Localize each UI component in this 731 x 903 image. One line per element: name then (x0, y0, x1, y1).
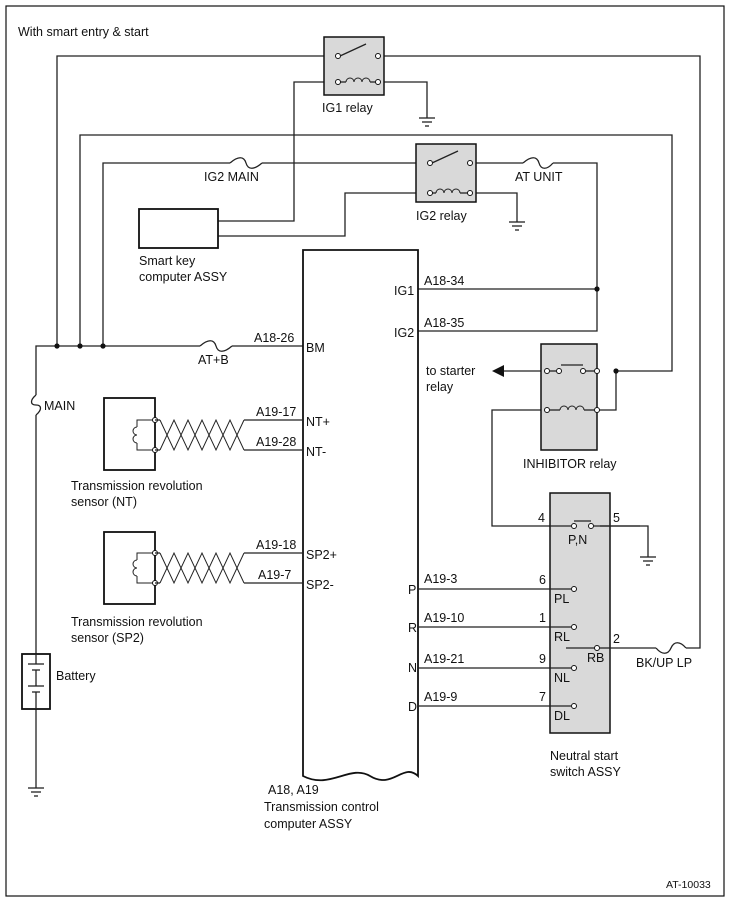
wire-a19-21-label: A19-21 (424, 652, 464, 666)
nt-sensor-label-line2: sensor (NT) (71, 495, 137, 509)
wire-a18-35-label: A18-35 (424, 316, 464, 330)
smart-key-computer-box (138, 208, 219, 249)
terminal-4-label: 4 (538, 511, 545, 525)
battery-symbol (21, 653, 51, 710)
diagram-code: AT-10033 (666, 879, 711, 891)
contact-rl-label: RL (554, 630, 570, 644)
nss-label-line2: switch ASSY (550, 765, 622, 779)
terminal-5-label: 5 (613, 511, 620, 525)
junction-dots (54, 286, 619, 374)
starter-label-line2: relay (426, 380, 454, 394)
pin-sp2-minus-label: SP2- (306, 578, 334, 592)
inhibitor-relay (540, 343, 600, 451)
contact-nl-label: NL (554, 671, 570, 685)
ground-icon (509, 221, 525, 231)
neutral-start-switch (549, 492, 611, 734)
terminal-7-label: 7 (539, 690, 546, 704)
wire-a19-7-label: A19-7 (258, 568, 291, 582)
diagram-frame (5, 5, 725, 897)
contact-rb-label: RB (587, 651, 604, 665)
sp2-sensor (103, 531, 303, 605)
fuse-symbols (30, 157, 687, 654)
ig2-relay (415, 143, 477, 203)
ground-symbols (28, 117, 656, 797)
wire-a19-28-label: A19-28 (256, 435, 296, 449)
tcm-label-line1: Transmission control (264, 800, 379, 814)
nss-label-line1: Neutral start (550, 749, 619, 763)
smart-key-label-line2: computer ASSY (139, 270, 228, 284)
pin-n-label: N (408, 661, 417, 675)
pin-sp2-plus-label: SP2+ (306, 548, 337, 562)
wire-a19-17-label: A19-17 (256, 405, 296, 419)
pin-d-label: D (408, 700, 417, 714)
fuse-at-b-label: AT+B (198, 353, 229, 367)
tcm-box (302, 249, 419, 782)
diagram-title: With smart entry & start (18, 25, 149, 39)
sp2-sensor-label-line1: Transmission revolution (71, 615, 203, 629)
pin-bm-label: BM (306, 341, 325, 355)
terminal-1-label: 1 (539, 611, 546, 625)
wire-a19-18-label: A19-18 (256, 538, 296, 552)
ground-icon (28, 787, 44, 797)
fuse-ig2-main-label: IG2 MAIN (204, 170, 259, 184)
starter-arrow-icon (492, 365, 504, 377)
nt-sensor-label-line1: Transmission revolution (71, 479, 203, 493)
tcm-connectors-label: A18, A19 (268, 783, 319, 797)
battery-label: Battery (56, 669, 96, 683)
wire-a19-10-label: A19-10 (424, 611, 464, 625)
contact-pn-label: P,N (568, 533, 587, 547)
smart-key-label-line1: Smart key (139, 254, 196, 268)
terminal-9-label: 9 (539, 652, 546, 666)
ground-icon (419, 117, 435, 127)
inhibitor-relay-label: INHIBITOR relay (523, 457, 617, 471)
fuse-bk-up-lp-label: BK/UP LP (636, 656, 692, 670)
pin-ig2-label: IG2 (394, 326, 414, 340)
nt-sensor (103, 397, 303, 471)
wire-a18-26-label: A18-26 (254, 331, 294, 345)
pin-nt-minus-label: NT- (306, 445, 326, 459)
pin-nt-plus-label: NT+ (306, 415, 330, 429)
ig2-relay-label: IG2 relay (416, 209, 467, 223)
ground-icon (640, 556, 656, 566)
wire-a18-34-label: A18-34 (424, 274, 464, 288)
terminal-2-label: 2 (613, 632, 620, 646)
pin-ig1-label: IG1 (394, 284, 414, 298)
wire-a19-9-label: A19-9 (424, 690, 457, 704)
power-wiring (35, 55, 701, 788)
fuse-main-label: MAIN (44, 399, 75, 413)
wire-a19-3-label: A19-3 (424, 572, 457, 586)
pin-r-label: R (408, 621, 417, 635)
contact-dl-label: DL (554, 709, 570, 723)
terminal-6-label: 6 (539, 573, 546, 587)
ig1-relay (323, 36, 385, 96)
ig1-relay-label: IG1 relay (322, 101, 373, 115)
fuse-at-unit-label: AT UNIT (515, 170, 563, 184)
starter-label-line1: to starter (426, 364, 475, 378)
tcm-label-line2: computer ASSY (264, 817, 353, 831)
tcm-to-switch-wiring (418, 525, 656, 707)
sp2-sensor-label-line2: sensor (SP2) (71, 631, 144, 645)
pin-p-label: P (408, 583, 416, 597)
contact-pl-label: PL (554, 592, 569, 606)
